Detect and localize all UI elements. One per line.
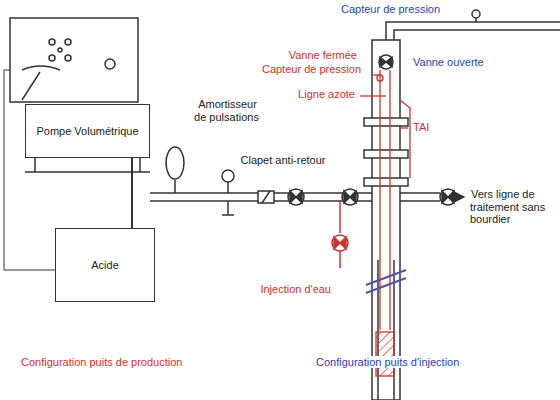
label: Clapet anti-retour bbox=[230, 154, 336, 167]
label-text: Configuration puits d'injection bbox=[315, 356, 460, 368]
suction-pipe bbox=[131, 158, 133, 228]
label: TAI bbox=[412, 121, 452, 134]
node-text: Acide bbox=[85, 259, 125, 272]
label-text: TAI bbox=[412, 121, 430, 133]
label-text: Injection d'eau bbox=[259, 283, 332, 295]
label: Injection d'eau bbox=[210, 283, 332, 296]
pump-box: Pompe Volumétrique bbox=[25, 104, 150, 158]
label: Configuration puits d'injection bbox=[315, 356, 535, 369]
label: Vers ligne de traitement sans bourdier bbox=[470, 188, 558, 226]
label: Vanne ouverte bbox=[412, 56, 512, 69]
label: Capteur de pression bbox=[250, 63, 362, 76]
label-text: Capteur de pression bbox=[340, 3, 441, 15]
label: Configuration puits de production bbox=[20, 356, 240, 369]
label: Capteur de pression bbox=[340, 3, 470, 16]
label-text: Ligne azote bbox=[297, 88, 356, 100]
label-text: Clapet anti-retour bbox=[240, 154, 327, 166]
acid-tank: Acide bbox=[55, 228, 155, 302]
label-text: Vanne ouverte bbox=[412, 56, 485, 68]
label: Amortisseur de pulsations bbox=[190, 98, 264, 123]
label-text: Configuration puits de production bbox=[20, 356, 183, 368]
node-text: Pompe Volumétrique bbox=[30, 125, 144, 138]
label-text: Capteur de pression bbox=[261, 63, 362, 75]
label-text: Vanne fermée bbox=[288, 49, 358, 61]
label: Ligne azote bbox=[270, 88, 356, 101]
label-text: Vers ligne de traitement sans bourdier bbox=[470, 188, 545, 225]
label-text: Amortisseur de pulsations bbox=[194, 98, 260, 123]
label: Vanne fermée bbox=[262, 49, 358, 62]
